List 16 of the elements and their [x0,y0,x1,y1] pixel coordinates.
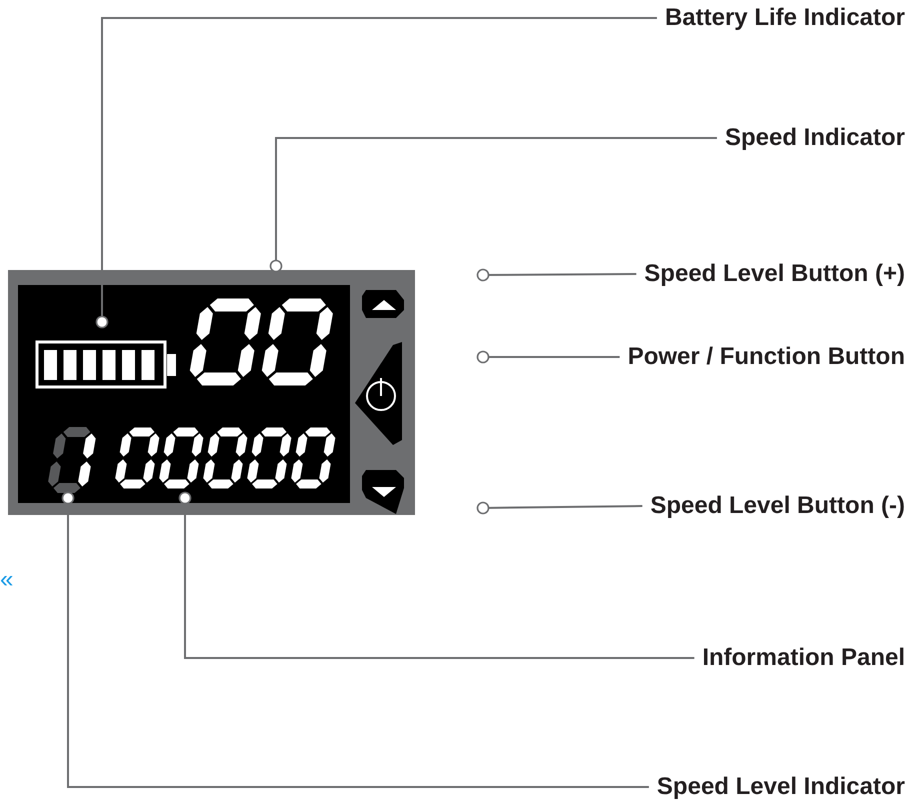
leader-line [476,502,642,514]
chevron-text: « [0,566,14,594]
leader-line [178,492,694,659]
callout-label: Information Panel [702,644,905,672]
callout-label: Speed Level Button (+) [644,260,905,288]
callout-label: Power / Function Button [628,343,905,371]
leader-line [476,350,620,364]
callout-label: Speed Indicator [724,124,905,152]
leader-line [96,17,657,328]
leader-line [62,492,649,788]
display-drawing [8,270,415,515]
callout-label: Speed Level Indicator [656,773,905,801]
callout-label: Battery Life Indicator [664,4,905,32]
callout-label: Speed Level Button (-) [650,492,905,520]
leader-line [476,268,636,282]
leader-line [270,137,717,272]
